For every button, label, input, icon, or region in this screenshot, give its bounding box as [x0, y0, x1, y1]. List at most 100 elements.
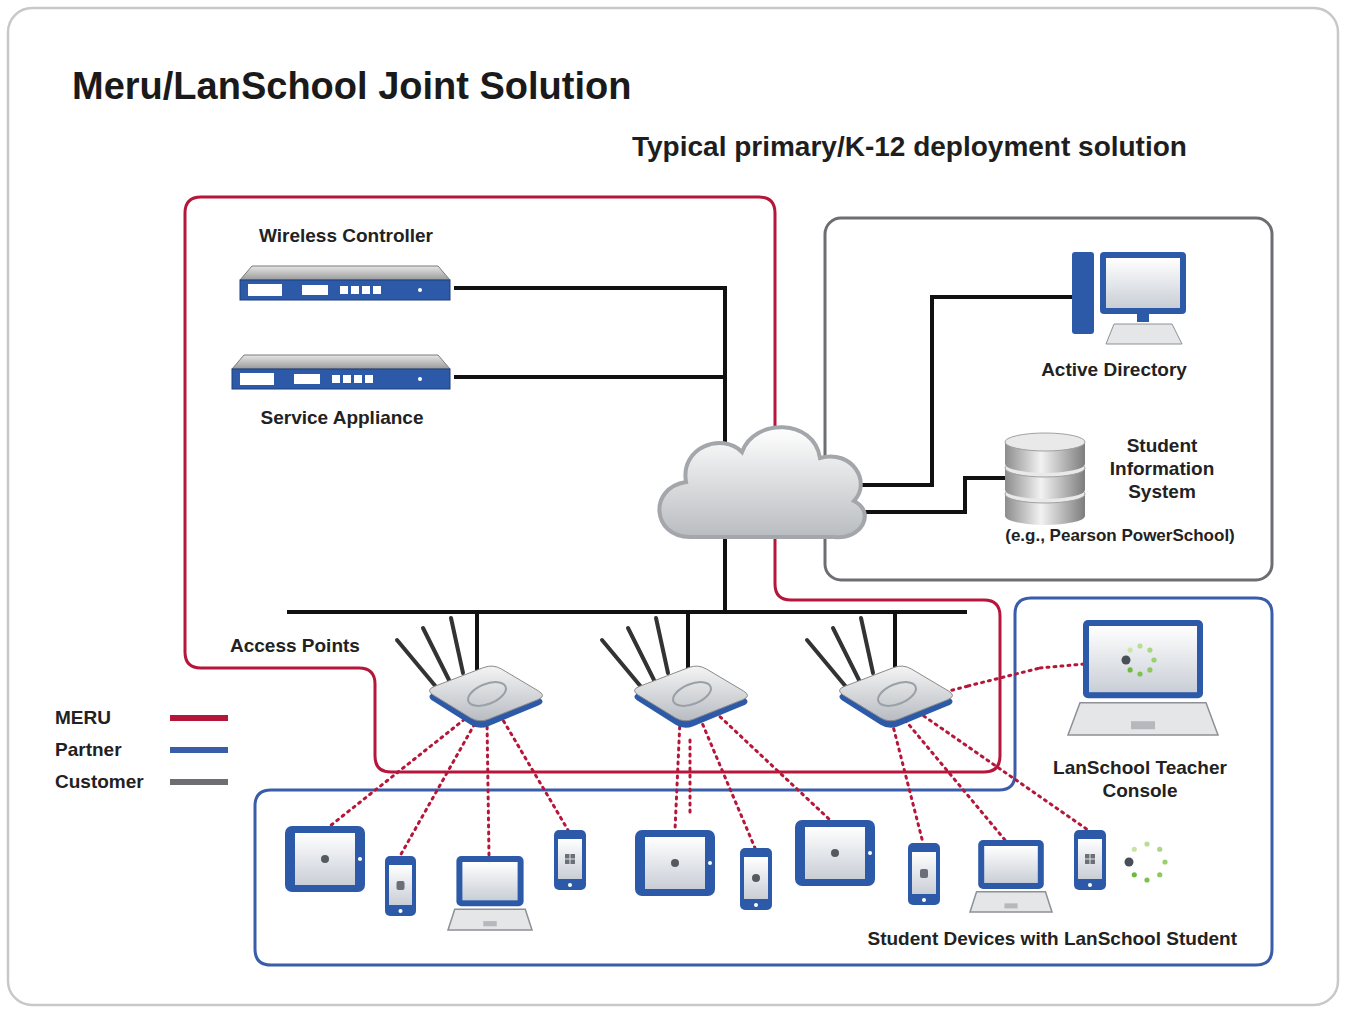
phone-screen	[912, 852, 936, 894]
spinner-dot	[1144, 877, 1149, 882]
apple-logo	[321, 855, 329, 863]
wireless-link	[715, 712, 830, 820]
legend-text: Partner	[55, 738, 122, 762]
phone-frame	[908, 843, 940, 905]
pc-screen	[1106, 258, 1180, 308]
legend-swatch	[170, 779, 228, 785]
home-button	[358, 857, 362, 861]
wireless-link	[500, 715, 568, 830]
rack-port	[365, 375, 373, 383]
subtitle-label: Typical primary/K-12 deployment solution	[632, 130, 1187, 164]
laptop-screen	[462, 862, 517, 900]
home-button	[568, 883, 572, 887]
wireless-link	[700, 718, 755, 848]
laptop-base	[970, 892, 1052, 912]
wire-stub	[983, 476, 1006, 480]
lanschool-spinner	[1122, 643, 1157, 676]
wire-stub	[1028, 295, 1072, 299]
phone-frame	[1074, 830, 1106, 890]
laptop-lid	[456, 856, 523, 906]
windows-logo	[1091, 854, 1096, 859]
rack-port	[343, 375, 351, 383]
laptop-icon	[970, 840, 1052, 912]
home-button	[1088, 883, 1092, 887]
drop-line	[686, 612, 690, 672]
db-top	[1005, 433, 1085, 451]
windows-logo	[565, 854, 570, 859]
wireless-connector	[689, 740, 692, 815]
node-label: Student Information System	[1097, 434, 1227, 503]
phone-frame	[385, 856, 416, 916]
rack-front	[240, 280, 450, 300]
tablet-frame	[285, 826, 365, 892]
home-button	[708, 861, 712, 865]
node-label: Wireless Controller	[240, 224, 452, 247]
windows-logo	[1085, 860, 1090, 865]
spinner-dot	[1132, 847, 1137, 852]
laptop-lid	[978, 840, 1044, 889]
legend-item: MERU	[55, 706, 235, 732]
spinner-dot	[1137, 643, 1142, 648]
rack-top	[232, 355, 450, 369]
bus-line	[287, 610, 967, 614]
database-icon	[1005, 433, 1085, 525]
node-label: Access Points	[230, 634, 400, 657]
antenna	[628, 628, 654, 680]
pc-keyboard	[1106, 324, 1182, 344]
legend-item: Customer	[55, 770, 235, 796]
access-point	[602, 618, 748, 728]
access-point	[807, 618, 953, 728]
spinner-dot	[1122, 656, 1131, 665]
ap-body	[429, 666, 542, 721]
partner-region	[255, 598, 1272, 965]
rack-top	[240, 266, 450, 280]
spinner-dot	[1128, 648, 1133, 653]
lanschool-spinner	[1125, 841, 1168, 882]
rack-label	[248, 284, 282, 296]
phone-frame	[740, 848, 772, 910]
phone-icon	[385, 856, 416, 916]
wireless-connector	[968, 668, 1040, 686]
directory-node: Active Directory	[1028, 248, 1202, 385]
apple-logo	[831, 849, 839, 857]
spinner-dot	[1162, 859, 1167, 864]
spinner-dot	[1147, 667, 1152, 672]
phone-screen	[1078, 839, 1102, 879]
pc-stand	[1137, 314, 1149, 322]
ap-logo	[875, 677, 920, 711]
network-cloud	[659, 427, 864, 537]
ap-logo	[670, 677, 715, 711]
spinner-dot	[1132, 872, 1137, 877]
wireless-link	[1040, 664, 1084, 668]
database-node: Student Information System(e.g., Pearson…	[985, 430, 1257, 551]
laptop-trackpad	[1131, 721, 1155, 729]
tablet-screen	[805, 827, 865, 879]
windows-logo	[1091, 860, 1096, 865]
windows-logo	[571, 860, 576, 865]
laptop-base	[1068, 703, 1218, 735]
spinner-dot	[1144, 841, 1149, 846]
rack-port	[302, 285, 328, 295]
legend-text: Customer	[55, 770, 144, 794]
appliance-node: Service Appliance	[232, 352, 454, 433]
wireless-link	[487, 720, 489, 856]
controller-node: Wireless Controller	[240, 222, 454, 302]
diagram-title: Meru/LanSchool Joint Solution	[72, 64, 631, 108]
node-label: LanSchool Teacher Console	[1040, 756, 1240, 802]
rack-port	[354, 375, 362, 383]
drop-line	[475, 612, 479, 672]
phone-screen	[744, 857, 768, 899]
windows-logo	[571, 854, 576, 859]
windows-logo	[1085, 854, 1090, 859]
rack-appliance	[232, 355, 450, 389]
laptop-lid	[1083, 620, 1203, 698]
home-button	[868, 851, 872, 855]
legend-swatch	[170, 747, 228, 753]
ap-body	[634, 666, 747, 721]
student-devices-node: Student Devices with LanSchool Student	[270, 815, 1255, 957]
windows-logo	[565, 860, 570, 865]
network-wire	[454, 288, 725, 612]
antenna	[833, 628, 859, 680]
rack-led	[418, 288, 422, 292]
antenna	[451, 618, 463, 673]
